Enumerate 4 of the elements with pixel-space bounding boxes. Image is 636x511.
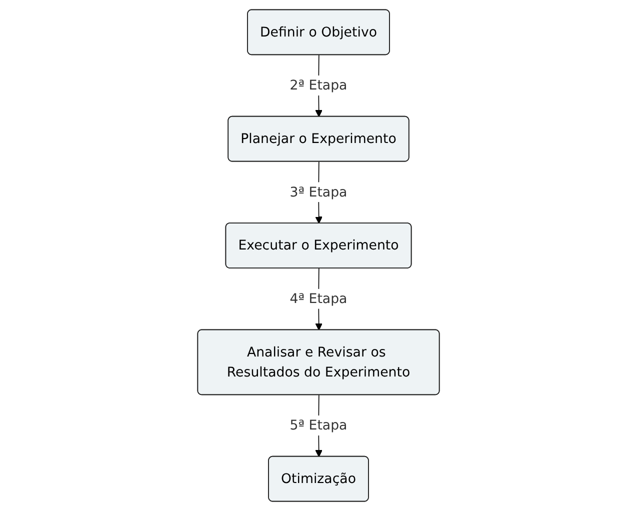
edge-label: 4ª Etapa bbox=[289, 290, 347, 306]
edge-label: 2ª Etapa bbox=[289, 77, 347, 93]
edge-label: 5ª Etapa bbox=[289, 417, 347, 433]
edge-label: 3ª Etapa bbox=[289, 184, 347, 200]
